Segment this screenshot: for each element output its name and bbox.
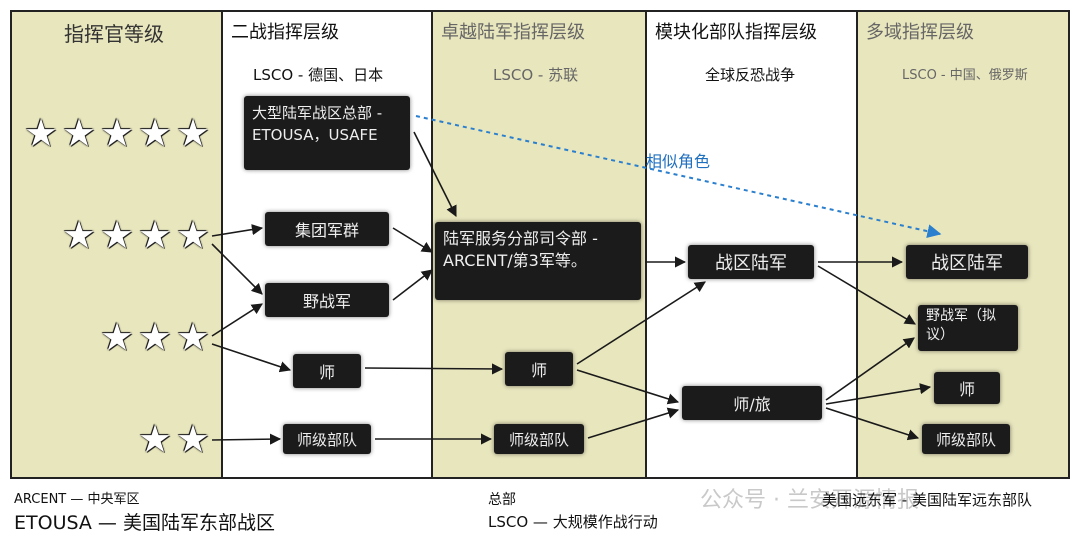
arrow-ex-units-to-div-bde xyxy=(587,407,680,439)
arrow-3star-to-division xyxy=(211,343,292,373)
column-subtitle: 全球反恐战争 xyxy=(705,66,796,84)
footnote-hq: 总部 xyxy=(488,492,516,508)
node-mod-theater-army: 战区陆军 xyxy=(688,245,814,279)
similar-role-label: 相似角色 xyxy=(646,152,711,171)
node-ww2-division-units: 师级部队 xyxy=(283,424,371,454)
star-icon: ★ xyxy=(99,111,135,155)
star-icon: ★ xyxy=(61,213,97,257)
arrow-mod-to-md-field-army xyxy=(817,265,916,325)
star-icon: ★ xyxy=(137,315,173,359)
node-mod-div-bde: 师/旅 xyxy=(682,386,822,420)
watermark-text: 公众号 · 兰安开源情报 xyxy=(700,488,919,513)
arrow-div-bde-to-md-field-army xyxy=(825,337,915,401)
rank-stars-3: ★★★ xyxy=(98,318,212,356)
arrow-3star-to-field-army xyxy=(211,303,263,337)
node-ww2-theater: 大型陆军战区总部 - ETOUSA，USAFE xyxy=(244,96,410,170)
star-icon: ★ xyxy=(175,417,211,461)
star-icon: ★ xyxy=(175,213,211,257)
node-md-division: 师 xyxy=(934,372,1000,404)
similar-role-dashed-arrow xyxy=(415,115,942,239)
node-ex-division-units: 师级部队 xyxy=(494,424,584,454)
arrow-field-army-to-asc xyxy=(392,269,433,301)
column-rank: 指挥官等级 xyxy=(10,10,221,479)
star-icon: ★ xyxy=(99,213,135,257)
star-icon: ★ xyxy=(175,315,211,359)
arrow-division-to-ex-division xyxy=(364,363,504,375)
column-subtitle: LSCO - 中国、俄罗斯 xyxy=(902,68,1028,83)
rank-stars-5: ★★★★★ xyxy=(22,114,212,152)
rank-stars-4: ★★★★ xyxy=(60,216,212,254)
column-title: 指挥官等级 xyxy=(64,22,164,46)
node-md-division-units: 师级部队 xyxy=(922,424,1010,454)
footnote-lsco: LSCO — 大规模作战行动 xyxy=(488,513,658,531)
node-ww2-division: 师 xyxy=(293,354,361,388)
arrow-theater-to-asc xyxy=(413,131,457,218)
node-ww2-army-group: 集团军群 xyxy=(265,212,389,246)
star-icon: ★ xyxy=(137,111,173,155)
column-subtitle: LSCO - 德国、日本 xyxy=(253,66,384,84)
arrow-ex-division-to-theater-army xyxy=(576,281,706,365)
rank-stars-2: ★★ xyxy=(136,420,212,458)
star-icon: ★ xyxy=(175,111,211,155)
star-icon: ★ xyxy=(99,315,135,359)
star-icon: ★ xyxy=(137,213,173,257)
arrow-2star-to-division-units xyxy=(211,433,282,445)
footnote-etousa: ETOUSA — 美国陆军东部战区 xyxy=(14,512,275,534)
column-title: 卓越陆军指挥层级 xyxy=(441,22,585,43)
arrow-4star-to-field-army xyxy=(211,243,263,295)
arrow-div-bde-to-md-units xyxy=(825,407,920,441)
column-title: 二战指挥层级 xyxy=(231,22,339,43)
star-icon: ★ xyxy=(61,111,97,155)
star-icon: ★ xyxy=(137,417,173,461)
footnote-arcent: ARCENT — 中央军区 xyxy=(14,492,140,507)
node-ex-division: 师 xyxy=(505,352,573,386)
column-subtitle: LSCO - 苏联 xyxy=(493,66,579,84)
column-title: 模块化部队指挥层级 xyxy=(655,22,817,43)
node-ex-asc: 陆军服务分部司令部 - ARCENT/第3军等。 xyxy=(435,222,641,300)
column-title: 多域指挥层级 xyxy=(866,22,974,43)
arrow-div-bde-to-md-division xyxy=(825,383,932,405)
star-icon: ★ xyxy=(23,111,59,155)
arrow-4star-to-army-group xyxy=(211,224,264,237)
node-md-field-army: 野战军（拟议） xyxy=(918,305,1018,351)
arrow-army-group-to-asc xyxy=(392,227,433,253)
node-ww2-field-army: 野战军 xyxy=(265,283,389,317)
footnote-fecom: 美国远东军 - 美国陆军远东部队 xyxy=(822,491,1032,509)
arrow-ex-division-to-div-bde xyxy=(576,369,680,405)
node-md-theater-army: 战区陆军 xyxy=(906,245,1028,279)
